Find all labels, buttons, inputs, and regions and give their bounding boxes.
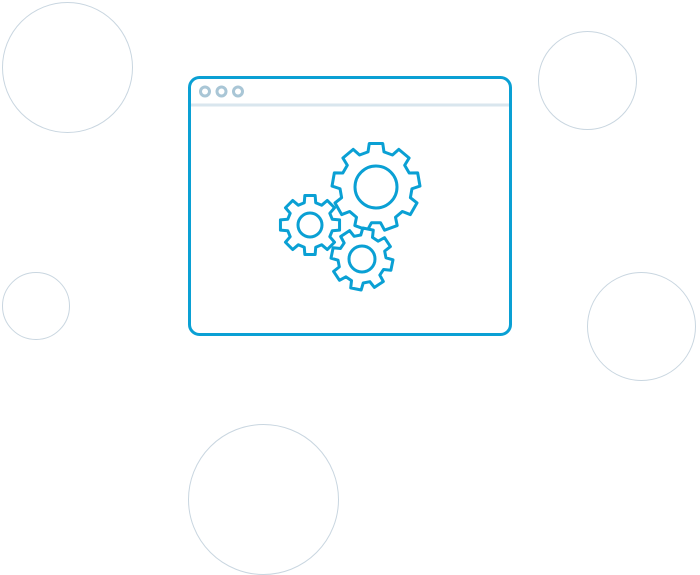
decorative-circle xyxy=(2,2,133,133)
small-gear-icon xyxy=(278,193,342,257)
settings-illustration xyxy=(188,76,512,336)
large-gear-hole xyxy=(353,164,399,210)
decorative-circle xyxy=(538,31,637,130)
decorative-circle xyxy=(587,272,696,381)
decorative-circle xyxy=(2,272,70,340)
window-dot-icon xyxy=(232,85,244,98)
medium-gear-icon xyxy=(329,226,395,292)
gears-settings-icon xyxy=(278,142,422,292)
small-gear-hole xyxy=(296,211,324,239)
medium-gear-hole xyxy=(347,244,377,274)
large-gear-icon xyxy=(330,142,422,232)
window-dot-icon xyxy=(215,85,228,98)
window-dot-icon xyxy=(199,85,211,98)
